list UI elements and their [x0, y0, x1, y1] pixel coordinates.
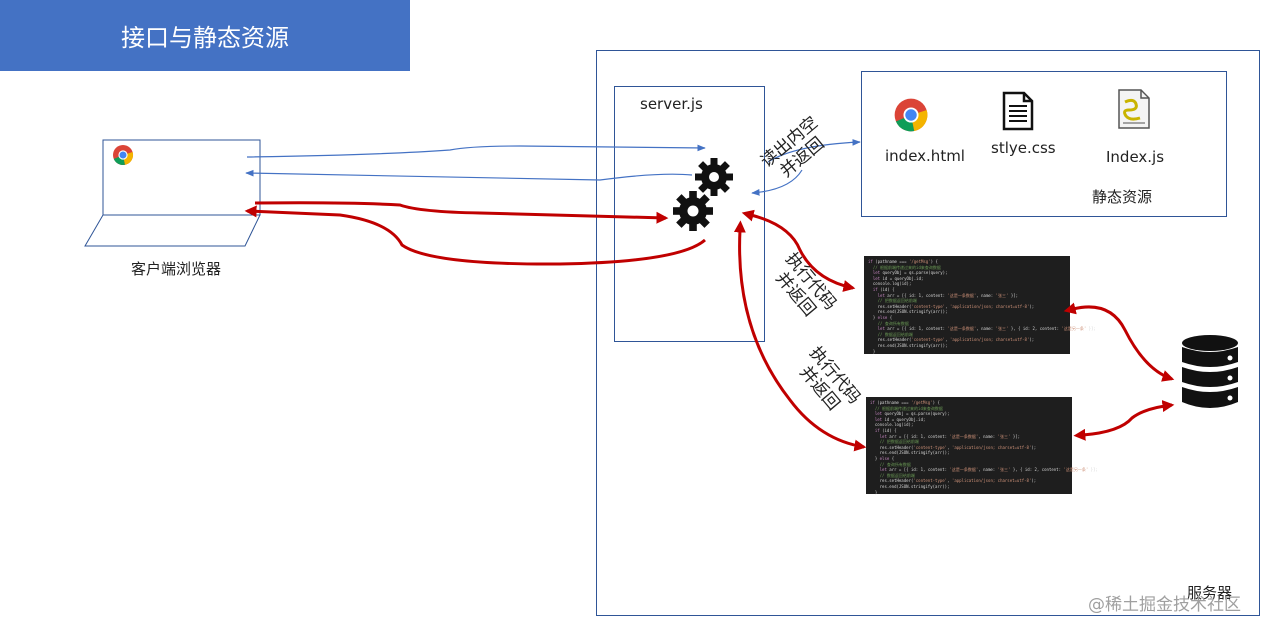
document-icon: [1002, 91, 1034, 131]
code-line: // 数据返回给前端: [879, 472, 915, 478]
chrome-icon: [113, 145, 134, 166]
code-line: let queryObj = qs.parse(query);: [874, 411, 950, 417]
api-request-arrow: [254, 201, 669, 224]
code-panel: if (pathname === '/getMsg') { // 根据前端传递过…: [864, 256, 1096, 354]
read-static-arrow: [767, 138, 861, 163]
exec-code-arrow-2: [733, 220, 867, 452]
script-file-icon: [1118, 89, 1150, 129]
code-panel: if (pathname === '/getMsg') { // 根据前端传递过…: [866, 397, 1098, 495]
server-label: 服务器: [1187, 584, 1233, 602]
file-name-html: index.html: [885, 147, 965, 165]
request-arrow: [246, 144, 706, 158]
code-line: if (pathname === '/getMsg') {: [870, 400, 940, 405]
code-line: } else {: [870, 455, 895, 461]
code-line: console.log(id);: [868, 281, 912, 287]
code-line: // 查询所有数据: [879, 461, 911, 467]
code-line: if (id) {: [874, 427, 897, 433]
code-line: if (id) {: [872, 286, 895, 292]
code-line: res.end(JSON.stringify(arr));: [868, 342, 948, 348]
code-line: // 把数据返回给前端: [879, 439, 919, 445]
static-return-arrow: [751, 169, 803, 196]
code-line: let arr = [{ id: 1, content: '这是一条数据', n…: [879, 433, 1021, 439]
code-line: // 根据前端传递过来的id来查询数据: [874, 405, 943, 411]
code-line: let id = queryObj.id;: [874, 416, 926, 422]
code-line: let arr = [{ id: 1, content: '这是一条数据', n…: [877, 292, 1019, 298]
title-banner: 接口与静态资源: [0, 0, 410, 71]
code-line: res.setHeader('content-type', 'applicati…: [868, 303, 1035, 309]
code-line: // 查询所有数据: [877, 320, 909, 326]
page-title: 接口与静态资源: [121, 24, 289, 52]
code-line: let arr = [{ id: 1, content: '这是一条数据', n…: [879, 467, 1098, 473]
code-line: let id = queryObj.id;: [872, 275, 924, 281]
code-line: res.setHeader('content-type', 'applicati…: [868, 337, 1035, 343]
db-arrow-2: [1073, 400, 1175, 441]
code-line: res.end(JSON.stringify(arr));: [870, 450, 950, 456]
code-line: console.log(id);: [870, 422, 914, 428]
code-line: // 把数据返回给前端: [877, 298, 917, 304]
gears-icon: [673, 158, 733, 231]
code-line: let queryObj = qs.parse(query);: [872, 270, 948, 276]
static-resources-box: [861, 71, 1227, 217]
database-icon: [1182, 335, 1238, 408]
code-line: // 根据前端传递过来的id来查询数据: [872, 264, 941, 270]
file-name-js: Index.js: [1106, 148, 1165, 166]
watermark: @稀土掘金技术社区: [1088, 595, 1241, 615]
static-resources-label: 静态资源: [1092, 188, 1153, 206]
chrome-icon: [894, 98, 928, 132]
code-line: res.setHeader('content-type', 'applicati…: [870, 444, 1037, 450]
code-line: if (pathname === '/getMsg') {: [868, 259, 938, 264]
api-response-arrow: [244, 205, 706, 266]
db-arrow-1: [1063, 302, 1175, 382]
code-line: }: [870, 489, 878, 495]
code-line: res.setHeader('content-type', 'applicati…: [870, 478, 1037, 484]
code-line: res.end(JSON.stringify(arr));: [868, 309, 948, 315]
client-label: 客户端浏览器: [131, 260, 222, 278]
server-box: [596, 50, 1260, 616]
code-line: // 数据返回给前端: [877, 331, 913, 337]
code-line: res.end(JSON.stringify(arr));: [870, 483, 950, 489]
code-line: } else {: [868, 314, 893, 320]
response-arrow: [245, 169, 693, 181]
serverjs-label: server.js: [640, 95, 703, 113]
file-name-css: stlye.css: [991, 139, 1056, 157]
code-line: }: [868, 348, 876, 354]
